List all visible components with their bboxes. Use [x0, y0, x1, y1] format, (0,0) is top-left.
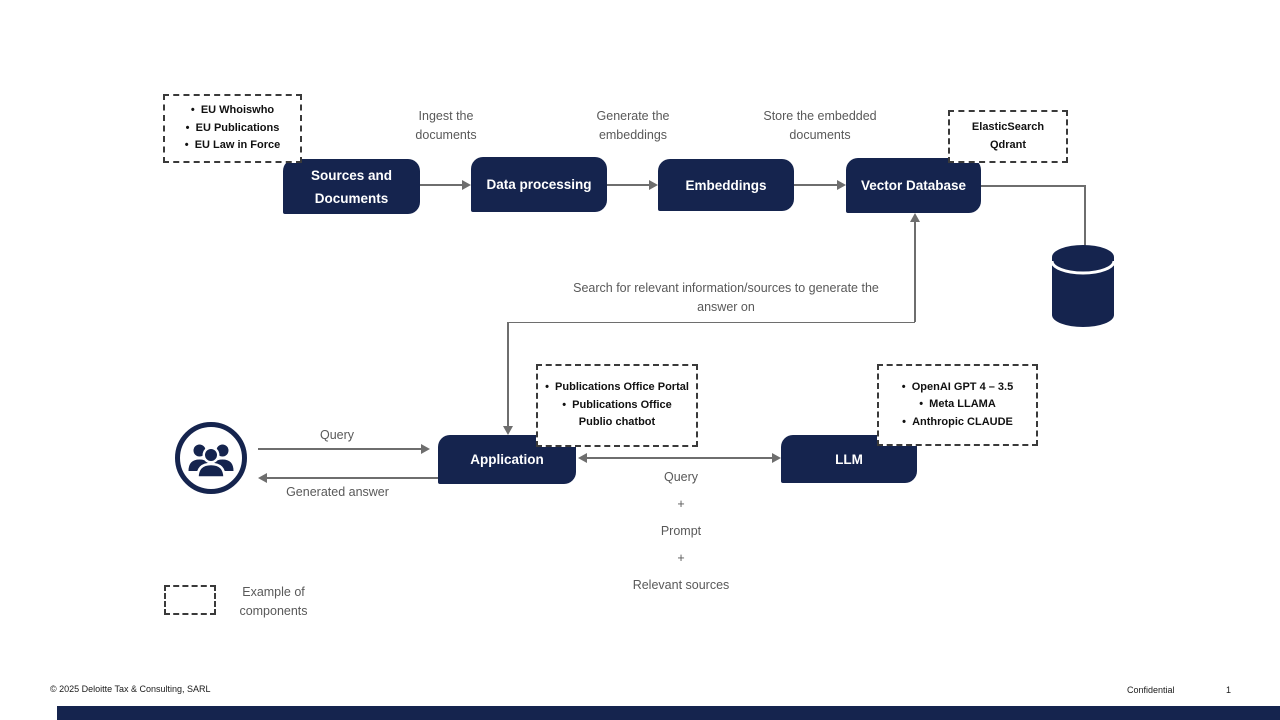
- examples-vector-database: ElasticSearch Qdrant: [948, 110, 1068, 163]
- connector-search-v-application: [507, 322, 509, 426]
- arrowhead-down-icon: [503, 426, 513, 435]
- example-item: Meta LLAMA: [885, 396, 1030, 414]
- arrowhead-right-icon: [421, 444, 430, 454]
- connector-search-horizontal: [507, 321, 915, 323]
- legend-label: Example of components: [239, 585, 308, 618]
- search-label: Search for relevant information/sources …: [573, 281, 879, 314]
- example-item: EU Publications: [171, 120, 294, 138]
- arrow-application-to-user: [266, 477, 438, 479]
- step-label-store: Store the embedded documents: [763, 109, 877, 142]
- generated-answer-label: Generated answer: [286, 485, 389, 499]
- query-label: Query: [319, 428, 355, 442]
- footer-classification: Confidential: [1127, 685, 1175, 695]
- box-embeddings: Embeddings: [658, 159, 794, 211]
- arrowhead-right-icon: [649, 180, 658, 190]
- arrow-embeddings-to-vectordb: [794, 184, 839, 186]
- box-label: Data processing: [486, 177, 592, 192]
- arrow-application-llm: [585, 457, 774, 459]
- box-data-processing: Data processing: [471, 157, 607, 212]
- arrow-sources-to-dataprocessing: [420, 184, 464, 186]
- payload-item: +: [677, 551, 685, 565]
- example-item: Publications Office Portal: [544, 379, 690, 397]
- box-label: Vector Database: [860, 178, 967, 193]
- example-item: ElasticSearch: [971, 121, 1045, 133]
- app-llm-payload: Query + Prompt + Relevant sources: [581, 464, 781, 599]
- example-item: OpenAI GPT 4 – 3.5: [885, 379, 1030, 397]
- arrowhead-right-icon: [772, 453, 781, 463]
- arrowhead-right-icon: [837, 180, 846, 190]
- example-item: Qdrant: [989, 138, 1027, 151]
- arrowhead-up-icon: [910, 213, 920, 222]
- box-vector-database: Vector Database: [846, 158, 981, 213]
- arrow-user-to-application: [258, 448, 422, 450]
- step-label-generate: Generate the embeddings: [596, 109, 670, 142]
- examples-application: Publications Office Portal Publications …: [536, 364, 698, 447]
- payload-item: Prompt: [660, 524, 702, 538]
- database-cylinder-icon: [1051, 244, 1115, 328]
- arrowhead-right-icon: [462, 180, 471, 190]
- footer-copyright: © 2025 Deloitte Tax & Consulting, SARL: [50, 684, 211, 694]
- example-item: EU Whoiswho: [171, 102, 294, 120]
- user-group-icon: [173, 420, 249, 496]
- box-label: Sources and Documents: [310, 167, 393, 206]
- payload-item: +: [677, 497, 685, 511]
- arrowhead-left-icon: [258, 473, 267, 483]
- examples-llm: OpenAI GPT 4 – 3.5 Meta LLAMA Anthropic …: [877, 364, 1038, 446]
- footer-page-number: 1: [1226, 685, 1232, 695]
- box-sources-and-documents: Sources and Documents: [283, 159, 420, 214]
- connector-vectordb-to-storage-v: [1084, 185, 1086, 247]
- arrow-dataprocessing-to-embeddings: [607, 184, 651, 186]
- payload-item: Query: [663, 470, 699, 484]
- legend-dashed-box: [164, 585, 216, 615]
- example-item: Publications Office Publio chatbot: [544, 397, 690, 432]
- payload-item: Relevant sources: [632, 578, 730, 592]
- box-label: Application: [470, 452, 544, 467]
- connector-search-v-vectordb: [914, 221, 916, 322]
- box-label: LLM: [835, 451, 863, 467]
- box-label: Embeddings: [685, 177, 767, 193]
- connector-vectordb-to-storage-h: [981, 185, 1085, 187]
- example-item: Anthropic CLAUDE: [885, 414, 1030, 432]
- examples-eu-sources: EU Whoiswho EU Publications EU Law in Fo…: [163, 94, 302, 163]
- arrowhead-left-icon: [578, 453, 587, 463]
- step-label-ingest: Ingest the documents: [415, 109, 477, 142]
- example-item: EU Law in Force: [171, 137, 294, 155]
- footer-accent-bar: [57, 706, 1280, 720]
